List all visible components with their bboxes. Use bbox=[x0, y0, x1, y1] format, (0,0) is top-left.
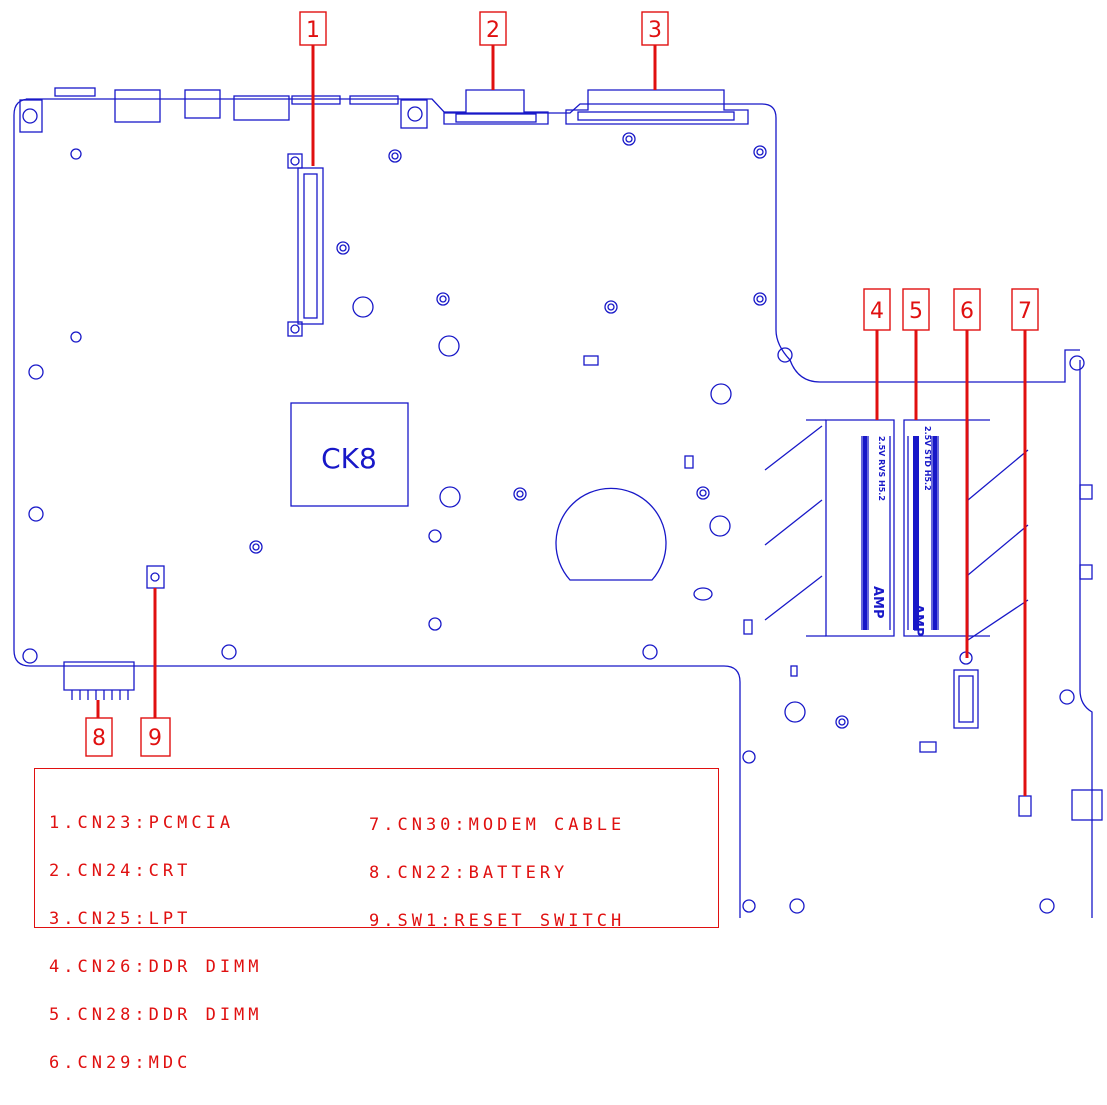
dimm-ejector-lines bbox=[764, 425, 1029, 641]
legend-item: 1.CN23:PCMCIA bbox=[49, 813, 235, 833]
svg-text:1: 1 bbox=[306, 18, 320, 43]
callout-1: 1 bbox=[299, 11, 327, 46]
svg-text:4: 4 bbox=[870, 299, 884, 324]
legend-item: 3.CN25:LPT bbox=[49, 909, 192, 929]
dimm-slot-b-label: 2.5V STD H5.2 bbox=[923, 426, 932, 491]
board-outline bbox=[13, 98, 1093, 918]
svg-text:8: 8 bbox=[92, 726, 106, 751]
mounting-holes bbox=[22, 132, 1103, 914]
dimm-brand-b: AMP bbox=[910, 604, 925, 637]
svg-text:6: 6 bbox=[960, 299, 974, 324]
legend-item: 8.CN22:BATTERY bbox=[369, 863, 569, 883]
modem-cable-connector bbox=[1018, 795, 1032, 817]
callout-2: 2 bbox=[479, 11, 507, 46]
callout-7: 7 bbox=[1011, 288, 1039, 331]
legend-item: 5.CN28:DDR DIMM bbox=[49, 1005, 263, 1025]
callout-4: 4 bbox=[863, 288, 891, 331]
legend-left-column: 1.CN23:PCMCIA 2.CN24:CRT 3.CN25:LPT 4.CN… bbox=[49, 783, 263, 1103]
callout-5: 5 bbox=[902, 288, 930, 331]
legend-right-column: 7.CN30:MODEM CABLE 8.CN22:BATTERY 9.SW1:… bbox=[369, 785, 625, 961]
battery-connector bbox=[63, 661, 135, 700]
callout-8: 8 bbox=[85, 717, 113, 757]
callout-6: 6 bbox=[953, 288, 981, 331]
mdc-connector bbox=[953, 651, 979, 729]
callout-leaders bbox=[96, 45, 1027, 796]
svg-text:5: 5 bbox=[909, 299, 923, 324]
legend-item: 2.CN24:CRT bbox=[49, 861, 192, 881]
dimm-slot-a-label: 2.5V RVS H5.2 bbox=[877, 436, 886, 501]
legend-item: 6.CN29:MDC bbox=[49, 1053, 192, 1073]
svg-text:7: 7 bbox=[1018, 299, 1032, 324]
round-pad bbox=[555, 487, 667, 581]
dimm-sockets: 2.5V RVS H5.2 2.5V STD H5.2 AMP AMP bbox=[806, 419, 990, 637]
lpt-connector bbox=[565, 89, 749, 125]
svg-text:9: 9 bbox=[148, 726, 162, 751]
dimm-brand-a: AMP bbox=[870, 586, 885, 619]
callout-9: 9 bbox=[140, 717, 171, 757]
legend-item: 7.CN30:MODEM CABLE bbox=[369, 815, 626, 835]
reset-switch bbox=[146, 565, 165, 589]
svg-text:2: 2 bbox=[486, 18, 500, 43]
crt-connector bbox=[443, 89, 549, 125]
callout-3: 3 bbox=[641, 11, 669, 46]
svg-text:3: 3 bbox=[648, 18, 662, 43]
legend-item: 9.SW1:RESET SWITCH bbox=[369, 911, 626, 931]
motherboard-diagram: CK8 2.5V RVS H5.2 2.5V STD H5.2 AMP AMP bbox=[13, 11, 1103, 918]
legend-item: 4.CN26:DDR DIMM bbox=[49, 957, 263, 977]
legend-box: 1.CN23:PCMCIA 2.CN24:CRT 3.CN25:LPT 4.CN… bbox=[34, 768, 719, 1072]
rear-io-row bbox=[19, 87, 428, 133]
pcmcia-connector bbox=[287, 153, 324, 337]
chip-label: CK8 bbox=[321, 442, 377, 475]
ck8-chip: CK8 bbox=[290, 402, 409, 507]
